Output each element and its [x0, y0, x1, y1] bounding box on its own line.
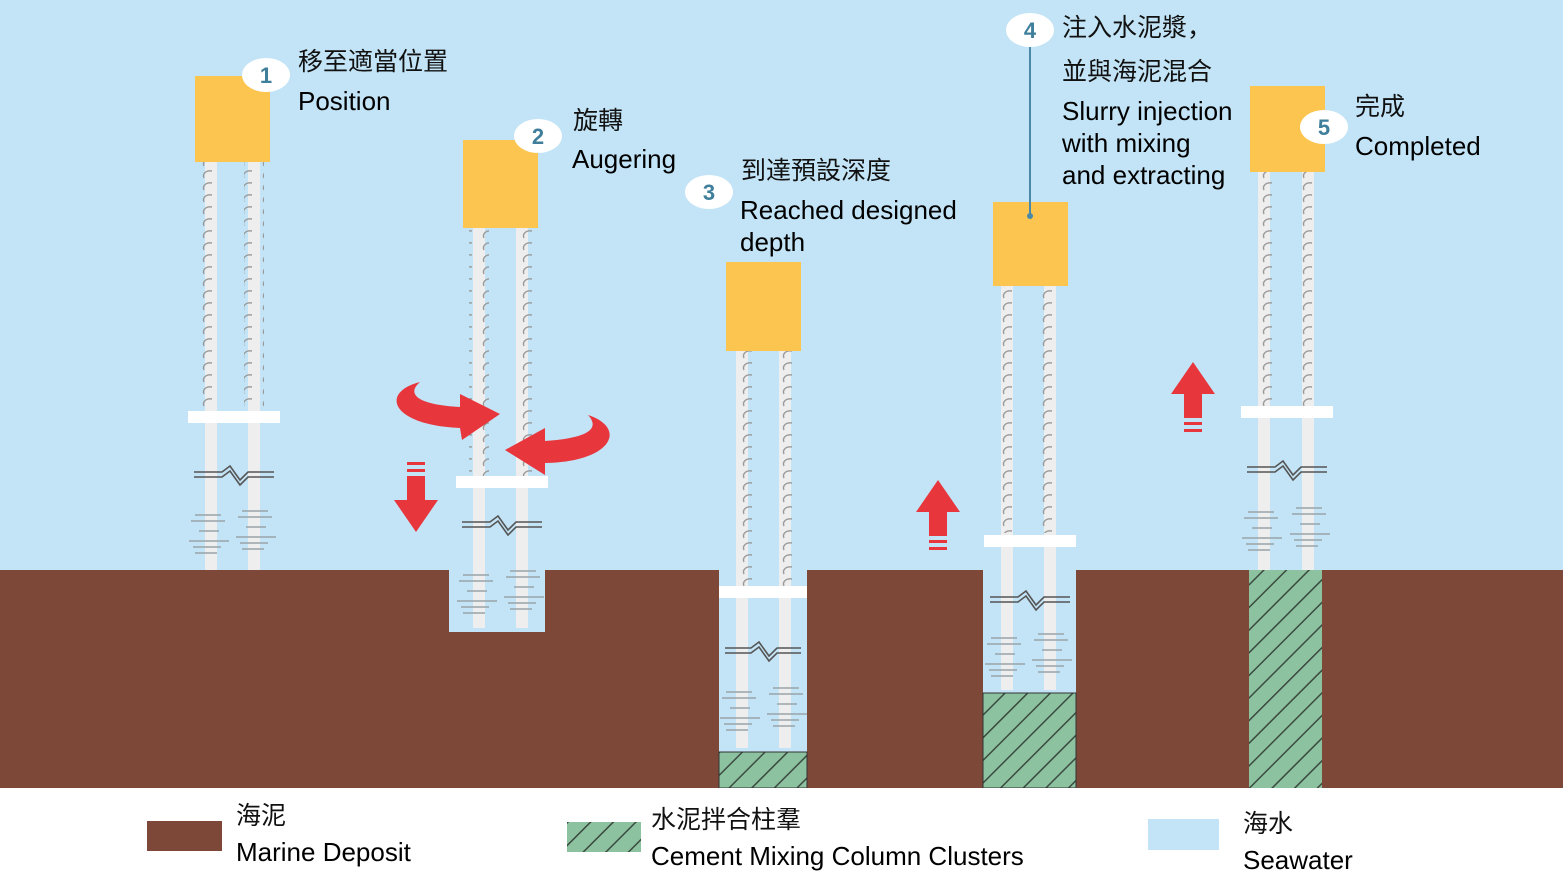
auger-coil — [244, 162, 264, 408]
legend-item-cement-column: 水泥拌合柱羣 Cement Mixing Column Clusters — [651, 802, 1024, 876]
legend-swatch-marine-deposit — [147, 821, 222, 851]
step-4-label-en-line3: and extracting — [1062, 160, 1226, 190]
legend-cement-column-en: Cement Mixing Column Clusters — [651, 841, 1024, 872]
step-3-label-en-line2: depth — [740, 227, 806, 257]
down-arrow-icon — [394, 462, 438, 532]
auger-coil — [1298, 172, 1318, 406]
break-line-symbol — [725, 645, 801, 663]
cement-column-step-3 — [718, 751, 808, 788]
step-4-label-zh-line2: 並與海泥混合 — [1062, 57, 1213, 86]
step-2-label-en: Augering — [572, 144, 677, 174]
auger-coil — [469, 228, 489, 476]
stabilizer-bar — [719, 586, 807, 598]
cement-column-step-4 — [982, 692, 1077, 788]
break-line-symbol — [462, 519, 542, 537]
step-3-label-en-line1: Reached designed — [740, 195, 957, 225]
legend-seawater-en: Seawater — [1243, 845, 1353, 876]
step-badge-bg — [685, 175, 733, 209]
hole-step-4 — [983, 570, 1076, 693]
arrow-stripe — [407, 462, 425, 465]
break-line-symbol — [194, 469, 274, 487]
rig-step-3 — [719, 262, 807, 748]
auger-coil — [201, 162, 221, 408]
step-badge-bg — [514, 119, 562, 153]
arrow-stripe — [1184, 429, 1202, 432]
dcm-process-diagram: 1 2 3 4 5 — [0, 0, 1563, 788]
auger-coil — [512, 228, 532, 476]
up-arrow-icon — [916, 480, 960, 550]
break-line-symbol — [1247, 459, 1327, 477]
step-badge-bg — [1006, 13, 1054, 47]
injection-point — [1027, 213, 1033, 219]
step-number: 1 — [260, 63, 272, 88]
break-line-symbol — [194, 464, 274, 482]
step-number: 4 — [1024, 18, 1037, 43]
step-2-badge: 2 — [514, 119, 562, 153]
stabilizer-bar — [984, 535, 1076, 547]
legend-seawater-zh: 海水 — [1243, 809, 1294, 838]
step-4-label-zh-line1: 注入水泥漿， — [1062, 13, 1213, 42]
arrow-stripe — [929, 547, 947, 550]
break-line-symbol — [990, 589, 1070, 607]
step-3-badge: 3 — [685, 175, 733, 209]
step-5-badge: 5 — [1300, 110, 1348, 144]
arrow-body — [916, 480, 960, 536]
mixing-machine-head — [463, 140, 538, 228]
legend-swatch-cement-column — [567, 822, 641, 852]
stabilizer-bar — [456, 476, 548, 488]
rotation-arrow-right — [396, 382, 500, 440]
legend-marine-deposit-zh: 海泥 — [236, 801, 287, 830]
up-arrow-icon — [1171, 362, 1215, 432]
break-line-symbol — [725, 640, 801, 658]
auger-coil — [1254, 172, 1274, 406]
arrow-body — [394, 476, 438, 532]
legend-item-marine-deposit: 海泥 Marine Deposit — [236, 798, 411, 872]
rig-step-4 — [984, 202, 1076, 690]
hole-step-3 — [719, 570, 807, 752]
stabilizer-bar — [1241, 406, 1333, 418]
arrow-body — [1171, 362, 1215, 418]
step-1-label-zh: 移至適當位置 — [298, 47, 449, 76]
step-number: 3 — [703, 180, 715, 205]
arrow-stripe — [929, 540, 947, 543]
step-4-label-en-line2: with mixing — [1062, 128, 1191, 158]
auger-coil — [997, 286, 1017, 533]
step-number: 2 — [532, 124, 544, 149]
rotation-arrow-left — [505, 415, 610, 475]
legend-marine-deposit-en: Marine Deposit — [236, 837, 411, 868]
auger-coil — [775, 351, 795, 587]
legend-item-seawater: 海水 Seawater — [1243, 806, 1353, 880]
step-badge-bg — [242, 58, 290, 92]
break-line-symbol — [462, 514, 542, 532]
cement-column-step-5 — [1249, 570, 1322, 788]
step-1-label-en: Position — [298, 86, 391, 116]
step-4-badge: 4 — [1006, 13, 1054, 47]
step-4-label-en-line1: Slurry injection — [1062, 96, 1233, 126]
mixing-machine-head — [726, 262, 801, 351]
rotation-arrows-icon — [396, 382, 610, 475]
legend-cement-column-zh: 水泥拌合柱羣 — [651, 805, 802, 834]
step-5-label-en: Completed — [1355, 131, 1481, 161]
step-5-label-zh: 完成 — [1355, 92, 1406, 121]
rig-step-2 — [456, 140, 548, 628]
step-3-label-zh: 到達預設深度 — [741, 156, 892, 185]
step-badge-bg — [1300, 110, 1348, 144]
break-line-symbol — [990, 594, 1070, 612]
auger-coil — [732, 351, 752, 587]
step-1-badge: 1 — [242, 58, 290, 92]
arrow-stripe — [1184, 422, 1202, 425]
rig-step-1 — [188, 76, 280, 570]
auger-coil — [1040, 286, 1060, 533]
legend-swatch-seawater — [1148, 819, 1219, 850]
arrow-stripe — [407, 469, 425, 472]
break-line-symbol — [1247, 464, 1327, 482]
stabilizer-bar — [188, 411, 280, 423]
step-number: 5 — [1318, 115, 1330, 140]
step-2-label-zh: 旋轉 — [573, 106, 624, 135]
